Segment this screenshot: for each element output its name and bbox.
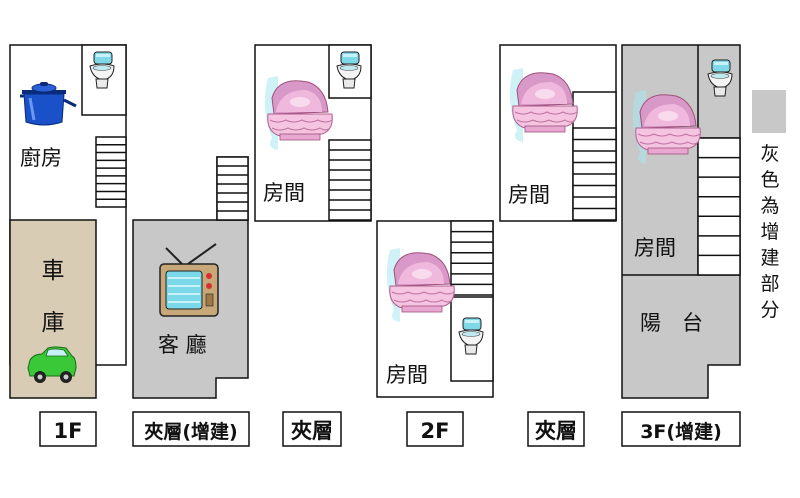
stairs-icon bbox=[95, 136, 127, 208]
living-room-label: 客 廳 bbox=[158, 333, 207, 357]
floor-label-text: 2F bbox=[421, 419, 450, 443]
floor-label-mezz2: 夾層 bbox=[282, 411, 342, 447]
balcony-label: 陽 台 bbox=[640, 311, 703, 335]
floor-label-1f: 1F bbox=[39, 411, 97, 447]
stairs-icon bbox=[216, 156, 249, 221]
floor-label-text: 3F(增建) bbox=[640, 420, 722, 443]
floor-labels: 1F 夾層(增建) 夾層 2F 夾層 3F(增建) bbox=[39, 411, 741, 447]
room-label: 房間 bbox=[634, 236, 676, 260]
garage-label-line1: 車 bbox=[42, 258, 65, 284]
floor-label-text: 1F bbox=[54, 419, 83, 443]
floor-mezz1: 客 廳 bbox=[132, 156, 249, 399]
tv-icon bbox=[159, 243, 219, 317]
floor-2f: 房間 bbox=[376, 220, 494, 398]
stairs-icon bbox=[697, 137, 741, 276]
stairs-icon bbox=[450, 220, 494, 296]
legend: 灰色為增建部分 bbox=[752, 90, 786, 321]
floor-label-3f: 3F(增建) bbox=[621, 411, 741, 447]
floor-label-2f: 2F bbox=[406, 411, 464, 447]
room-label: 房間 bbox=[386, 363, 428, 387]
floor-label-text: 夾層(增建) bbox=[144, 420, 237, 443]
floor-label-mezz3: 夾層 bbox=[527, 411, 585, 447]
stairs-icon bbox=[328, 139, 372, 221]
garage-label-line2: 庫 bbox=[42, 310, 65, 336]
floor-3f: 房間 陽 台 bbox=[621, 44, 741, 399]
floor-mezz2: 房間 bbox=[254, 44, 372, 222]
floor-mezz3: 房間 bbox=[499, 44, 617, 222]
legend-text: 灰色為增建部分 bbox=[760, 143, 779, 321]
floor-label-text: 夾層 bbox=[291, 419, 333, 443]
room-label: 房間 bbox=[263, 181, 305, 205]
stairs-icon bbox=[572, 127, 617, 221]
kitchen-label: 廚房 bbox=[20, 146, 62, 170]
floor-label-mezz1: 夾層(增建) bbox=[132, 411, 250, 447]
legend-swatch bbox=[752, 90, 786, 133]
car-icon bbox=[27, 346, 77, 383]
floor-label-text: 夾層 bbox=[535, 419, 577, 443]
cooking-pot-icon bbox=[20, 82, 77, 126]
room-label: 房間 bbox=[508, 183, 550, 207]
floor-1f: 廚房 車 庫 bbox=[9, 44, 127, 399]
